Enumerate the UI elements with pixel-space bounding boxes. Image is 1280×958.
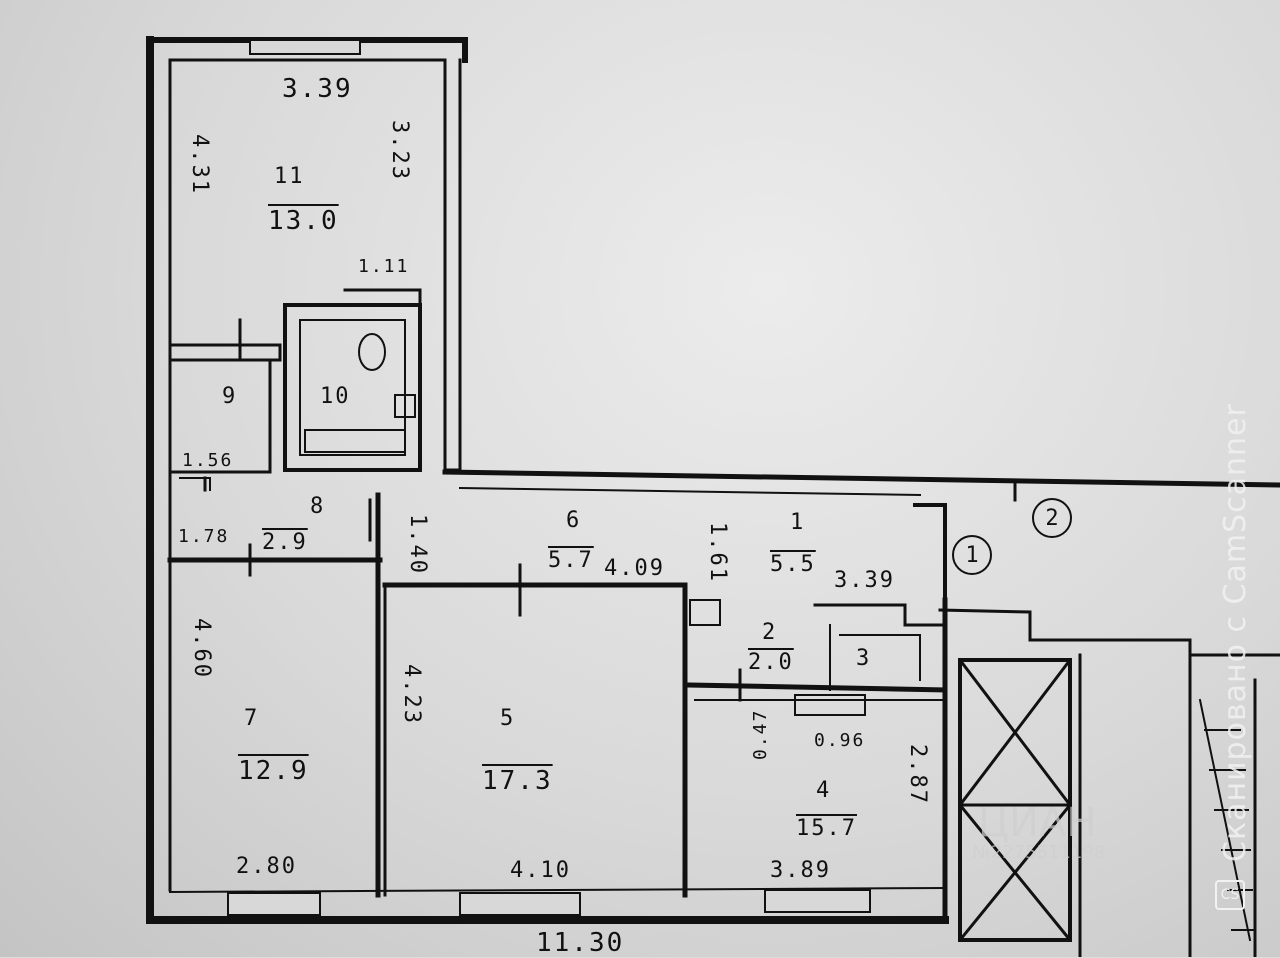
sink	[394, 394, 416, 418]
dim-room6-width: 4.09	[604, 556, 665, 581]
room9-bottom	[168, 358, 272, 474]
scanner-badge: CS	[1215, 880, 1245, 910]
dim-room5-width: 4.10	[510, 858, 571, 883]
bathtub	[304, 429, 406, 453]
shaft	[958, 658, 1072, 942]
room-7-area: 12.9	[238, 756, 309, 786]
cian-watermark: ЦИАН	[978, 800, 1097, 846]
window-bottom-2	[459, 892, 581, 916]
room3-block	[813, 603, 947, 627]
window-bottom-1	[227, 892, 321, 916]
dim-room8-width: 1.78	[178, 526, 230, 547]
dim-corridor-111: 1.11	[358, 256, 410, 277]
room-2-number: 2	[762, 620, 778, 645]
entry-wall	[913, 503, 947, 612]
dim-total-width: 11.30	[536, 928, 625, 958]
dim-room11-right: 3.23	[387, 120, 412, 181]
shaft-x1	[957, 657, 1073, 808]
room-11-area: 13.0	[268, 206, 339, 236]
outer-wall	[146, 36, 949, 924]
room9-shelf	[179, 477, 211, 491]
room-3-number: 3	[856, 646, 872, 671]
room-4-number: 4	[816, 778, 832, 803]
room-1-number: 1	[790, 510, 806, 535]
window-bottom-3	[764, 889, 871, 913]
scanner-watermark: Сканировано с CamScanner	[1218, 403, 1253, 862]
cian-id-watermark: №2275511198	[972, 842, 1106, 863]
corridor-top-wall	[442, 469, 1280, 488]
room3-box	[829, 624, 921, 691]
room-5-area: 17.3	[482, 766, 553, 796]
dim-room4-width: 3.89	[770, 858, 831, 883]
window-top	[249, 39, 361, 55]
bath-block	[283, 303, 422, 472]
room4-top-wall	[687, 682, 948, 693]
room-8-area: 2.9	[262, 530, 308, 555]
corridor-top-wall-inner	[458, 486, 922, 497]
room-8-number: 8	[310, 494, 326, 519]
dim-room11-width: 3.39	[282, 74, 353, 104]
room-2-area: 2.0	[748, 650, 794, 675]
room-6-number: 6	[566, 508, 582, 533]
dim-room1-width: 3.39	[834, 568, 895, 593]
dim-room11-left: 4.31	[187, 134, 212, 195]
bottom-inner-wall	[168, 886, 947, 894]
dim-closet-width: 0.96	[814, 730, 866, 751]
stairs	[1198, 698, 1255, 942]
dim-room7-width: 2.80	[236, 854, 297, 879]
room-6-area: 5.7	[548, 548, 594, 573]
room-5-number: 5	[500, 706, 516, 731]
room11-right-wall	[443, 58, 462, 472]
marker-2: 2	[1032, 498, 1072, 538]
room-4-area: 15.7	[796, 816, 857, 841]
bath-inner	[299, 319, 406, 456]
dim-room9-width: 1.56	[182, 450, 234, 471]
room-1-area: 5.5	[770, 552, 816, 577]
room11-bottom-wall	[168, 343, 282, 362]
marker-1: 1	[952, 535, 992, 575]
dim-closet-height: 0.47	[750, 708, 771, 760]
stair-wall	[1078, 653, 1192, 957]
door-mark	[689, 599, 721, 626]
dim-room8-height: 1.40	[405, 514, 430, 575]
dim-room1-height: 1.61	[705, 522, 730, 583]
dim-room5-height: 4.23	[399, 664, 424, 725]
toilet	[358, 333, 386, 371]
room5-top-wall	[382, 582, 688, 898]
room-10-number: 10	[320, 384, 351, 409]
closet-box	[794, 694, 866, 716]
room-11-number: 11	[274, 164, 305, 189]
closet-wall-111	[343, 288, 422, 307]
shaft-x2	[957, 802, 1073, 943]
dim-room7-height: 4.60	[189, 618, 214, 679]
dim-room4-height: 2.87	[905, 744, 930, 805]
door-ticks	[203, 318, 1017, 702]
room-9-number: 9	[222, 384, 238, 409]
entry-wall-right	[938, 608, 1280, 657]
room-7-number: 7	[244, 706, 260, 731]
